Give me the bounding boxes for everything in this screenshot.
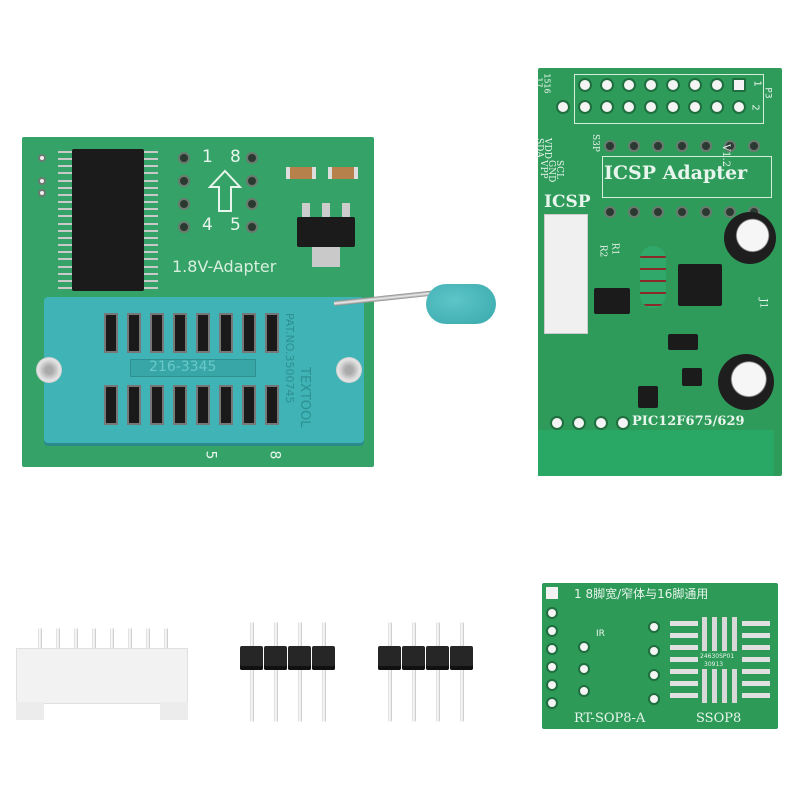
screw-right — [336, 357, 362, 383]
signal-sda: SDA — [534, 138, 544, 158]
pin-pad — [178, 221, 190, 233]
smd-resistor — [286, 167, 316, 179]
pin-header-pads — [574, 74, 764, 124]
j1-label: J1 — [757, 298, 769, 309]
smd-resistor — [328, 167, 358, 179]
header-label-15: 15 — [542, 73, 552, 84]
signal-vpp: VPP — [538, 160, 548, 179]
socket-patent-text: PAT.NO.3500745 — [283, 313, 296, 404]
header-label-p3: P3 — [762, 87, 773, 99]
icsp-connector-label: ICSP — [544, 192, 591, 212]
pin-header-4pin-1 — [240, 622, 340, 722]
zif-socket: 216-3345 TEXTOOL PAT.NO.3500745 — [36, 297, 364, 443]
pin-pad — [246, 198, 258, 210]
signal-s3p: S3P — [590, 134, 600, 152]
chip-text-line-2: 30913 — [704, 661, 724, 668]
pic-chip — [678, 264, 722, 306]
rt-sop8-label: RT-SOP8-A — [574, 711, 646, 726]
pin-pad — [246, 152, 258, 164]
board-edge — [538, 430, 774, 476]
pin-pad — [246, 221, 258, 233]
via — [38, 189, 46, 197]
pin-label-8: 8 — [230, 147, 241, 167]
white-8pin-connector — [16, 628, 188, 720]
via — [38, 154, 46, 162]
header-label-16: 16 — [542, 83, 552, 94]
pin-pad — [178, 198, 190, 210]
lever-knob[interactable] — [426, 284, 496, 324]
ssop-pads-left — [670, 621, 698, 701]
screw-left — [36, 357, 62, 383]
r1-label: R1 — [609, 242, 620, 256]
adapter-label: 1.8V-Adapter — [172, 257, 277, 276]
flash-chip — [72, 149, 144, 291]
pin-pad — [178, 175, 190, 187]
header-label-2: 2 — [749, 104, 761, 111]
r2-label: R2 — [597, 244, 608, 258]
chip-outline — [602, 156, 772, 198]
ssop8-label: SSOP8 — [696, 711, 742, 726]
sop-adapter-board: 1 8脚宽/窄体与16脚通用 IR 24630SP01 30913 RT-SOP… — [542, 583, 778, 729]
header-label-1: 1 — [751, 80, 763, 87]
transistor — [668, 334, 698, 350]
up-arrow-icon — [208, 169, 242, 212]
adapter-1v8-board: 1 8 4 5 1.8V-Adapter 216-3345 TEXTOOL PA… — [22, 137, 374, 467]
voltage-regulator — [297, 217, 355, 247]
regulator-tab — [312, 247, 340, 267]
pin-label-5: 5 — [230, 215, 241, 235]
regulator-legs — [302, 203, 352, 217]
icsp-adapter-board: 15 16 17 1 2 P3 VDD SCL SDA GND VPP S3P … — [534, 68, 782, 476]
version-label: V1.2 — [720, 143, 732, 168]
ldo-regulator — [594, 288, 630, 314]
pin-label-4: 4 — [202, 215, 213, 235]
icsp-title: ICSP Adapter — [604, 162, 748, 184]
socket-brand-text: TEXTOOL — [297, 367, 312, 428]
pin-pad — [178, 152, 190, 164]
sop8-pads-top — [702, 617, 738, 651]
sop-top-label: 1 8脚宽/窄体与16脚通用 — [574, 587, 709, 601]
sop8-pads-bottom — [702, 669, 738, 703]
header-label-17: 17 — [534, 77, 544, 88]
transistor — [682, 368, 702, 386]
transistor — [638, 386, 658, 408]
pic-chip-label: PIC12F675/629 — [632, 414, 745, 429]
electrolytic-capacitor — [724, 212, 776, 264]
socket-model-text: 216-3345 — [149, 359, 217, 375]
via — [38, 177, 46, 185]
ir-marker-label: IR — [596, 629, 605, 639]
pin-label-1: 1 — [202, 147, 213, 167]
pin-pad — [246, 175, 258, 187]
socket-model-plate — [130, 359, 256, 377]
bottom-label-5: 5 — [202, 450, 219, 460]
chip-pins-left — [58, 151, 72, 289]
electrolytic-capacitor — [718, 354, 774, 410]
chip-text-line-1: 24630SP01 — [700, 653, 735, 660]
chip-pins-right — [144, 151, 158, 289]
inductor — [640, 246, 666, 308]
icsp-connector[interactable] — [544, 214, 588, 334]
ssop-pads-right — [742, 621, 770, 701]
pin-header-4pin-2 — [378, 622, 478, 722]
bottom-label-8: 8 — [266, 450, 283, 460]
